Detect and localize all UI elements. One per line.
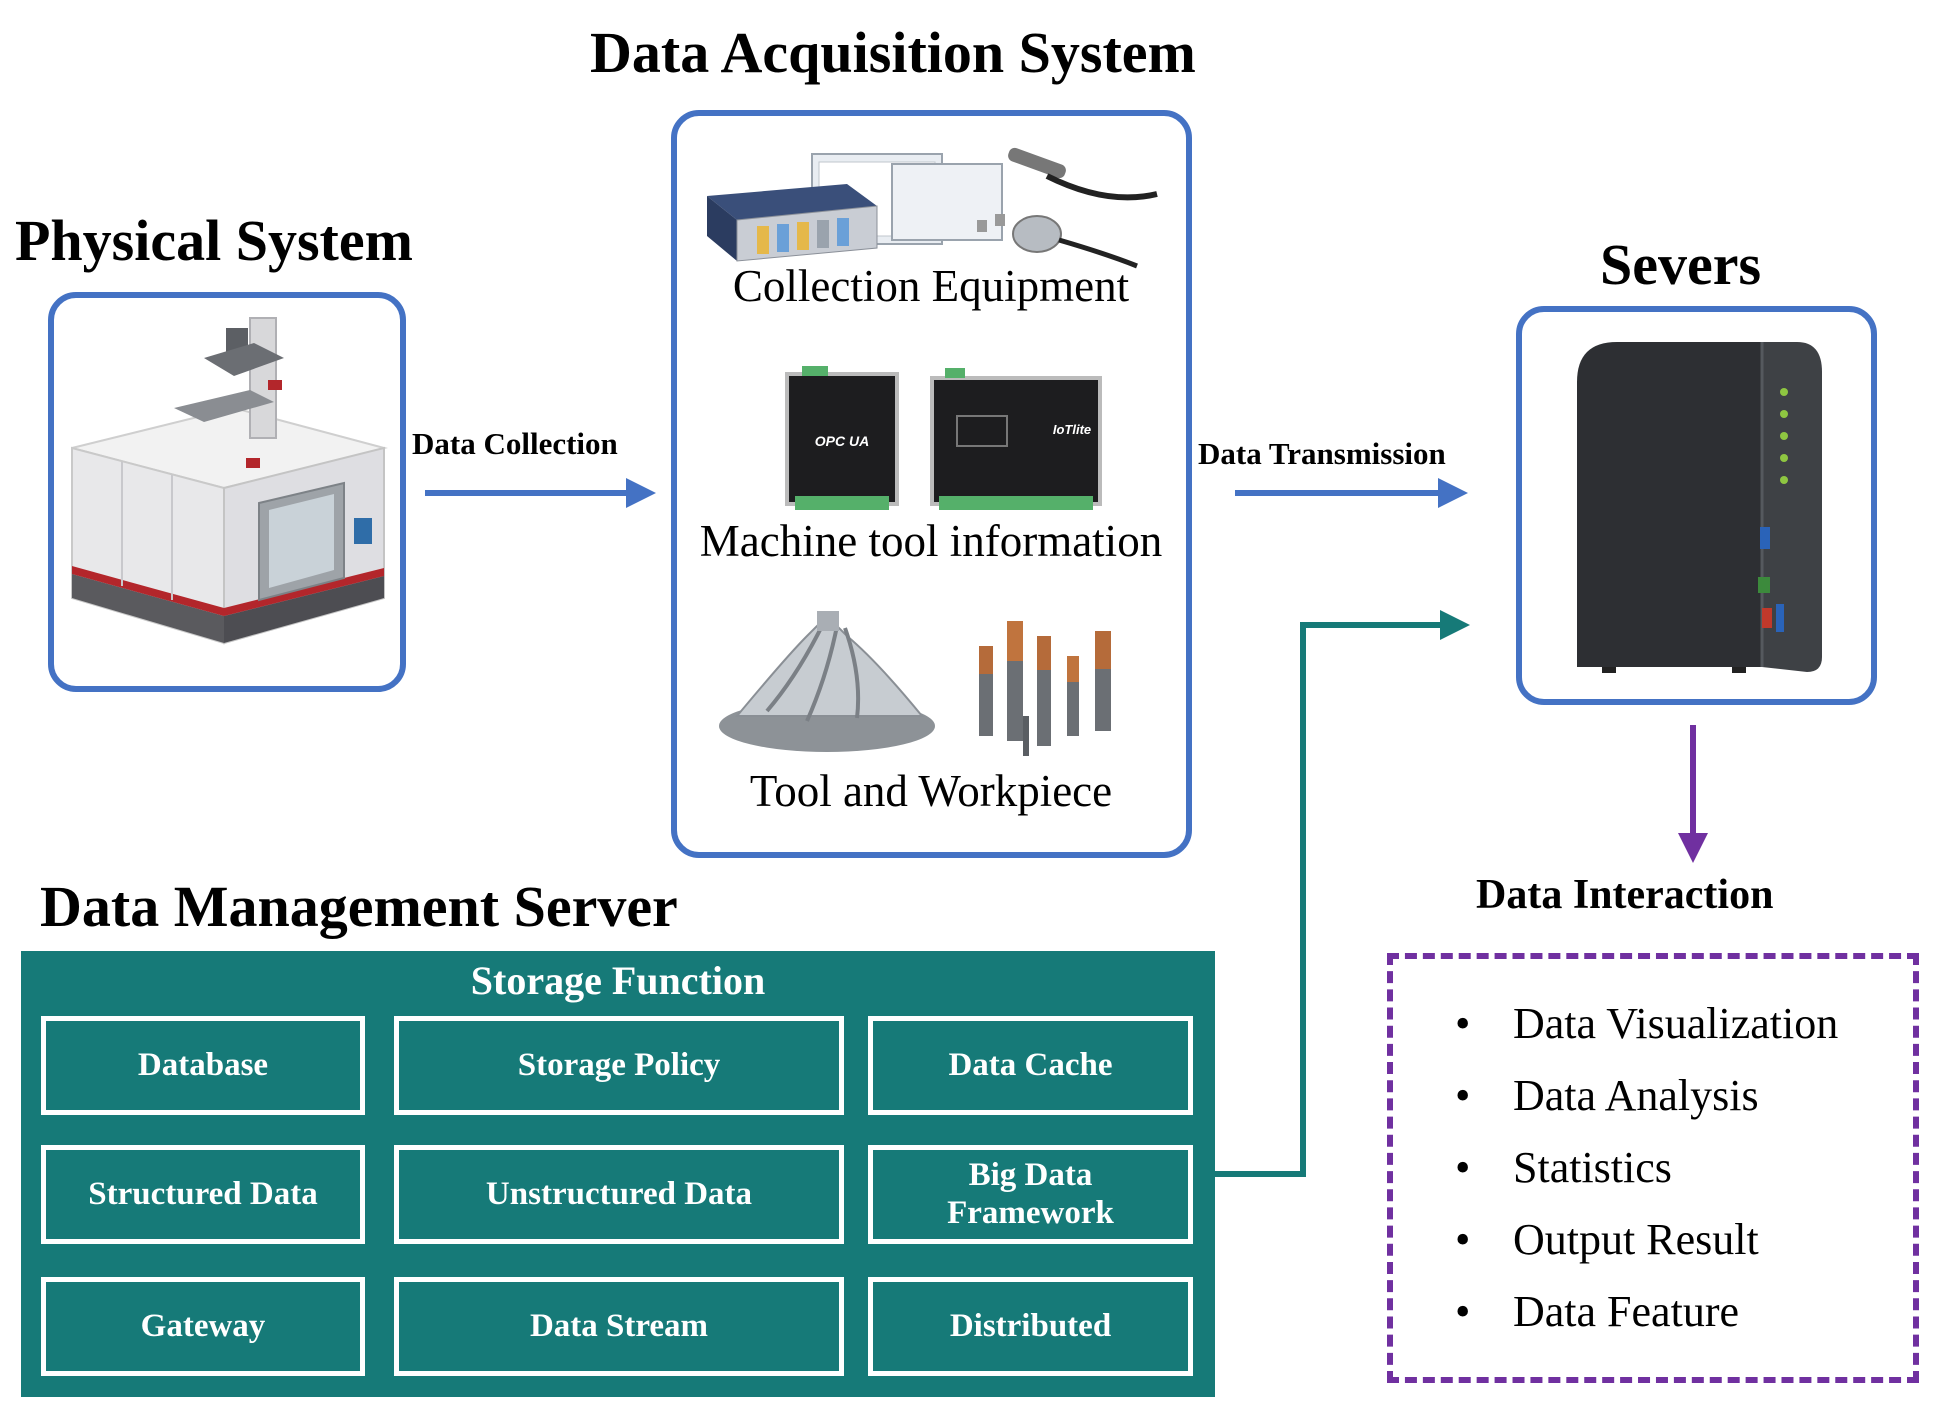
cell-distributed: Distributed	[868, 1277, 1193, 1376]
title-data-interaction: Data Interaction	[1476, 872, 1774, 918]
daq-chassis-icon	[707, 153, 1003, 262]
arrow-data-transmission	[1235, 478, 1468, 508]
label-data-transmission: Data Transmission	[1198, 436, 1446, 471]
bullet: •	[1455, 1215, 1471, 1264]
caption-collection-equipment: Collection Equipment	[733, 261, 1130, 311]
gateway-opc-icon: OPC UA	[785, 366, 899, 510]
list-item: •Statistics	[1455, 1132, 1838, 1204]
title-physical-system: Physical System	[15, 208, 413, 273]
cell-unstructured-data: Unstructured Data	[394, 1145, 844, 1244]
arrow-data-collection	[425, 478, 656, 508]
cell-database: Database	[41, 1016, 365, 1115]
bullet: •	[1455, 1287, 1471, 1336]
label-data-collection: Data Collection	[412, 426, 618, 461]
cell-storage-policy: Storage Policy	[394, 1016, 844, 1115]
sensor-icon	[977, 147, 1158, 269]
storage-function-title: Storage Function	[470, 958, 766, 1003]
gateway-iot-label: IoTlite	[1053, 422, 1091, 437]
acquisition-illustrations: Collection Equipment OPC UA IoTlite Mach…	[700, 147, 1162, 816]
title-data-management-server: Data Management Server	[40, 874, 678, 939]
servers-panel	[1516, 306, 1877, 705]
data-interaction-list: •Data Visualization •Data Analysis •Stat…	[1455, 988, 1838, 1348]
list-item: •Data Analysis	[1455, 1060, 1838, 1132]
bullet: •	[1455, 1071, 1471, 1120]
bullet: •	[1455, 1143, 1471, 1192]
arrow-management-to-servers	[1215, 610, 1470, 1177]
cell-structured-data: Structured Data	[41, 1145, 365, 1244]
data-acquisition-panel: Collection Equipment OPC UA IoTlite Mach…	[671, 110, 1192, 858]
data-management-block: Storage Function Database Storage Policy…	[21, 951, 1215, 1397]
nas-server-icon	[1577, 342, 1822, 673]
bullet: •	[1455, 999, 1471, 1048]
list-item: •Data Feature	[1455, 1276, 1838, 1348]
physical-system-panel	[48, 292, 406, 692]
gateway-opc-label: OPC UA	[815, 433, 869, 449]
cell-gateway: Gateway	[41, 1277, 365, 1376]
arrow-servers-to-interaction	[1678, 725, 1708, 863]
title-data-acquisition-system: Data Acquisition System	[590, 20, 1196, 85]
cell-data-stream: Data Stream	[394, 1277, 844, 1376]
cell-data-cache: Data Cache	[868, 1016, 1193, 1115]
gateway-iot-icon: IoTlite	[930, 368, 1102, 510]
data-interaction-box	[1387, 953, 1919, 1383]
list-item: •Output Result	[1455, 1204, 1838, 1276]
cell-big-data-framework: Big Data Framework	[868, 1145, 1193, 1244]
list-item: •Data Visualization	[1455, 988, 1838, 1060]
caption-machine-tool-information: Machine tool information	[700, 516, 1162, 566]
machine-tool-icon	[71, 317, 388, 645]
caption-tool-and-workpiece: Tool and Workpiece	[750, 766, 1112, 816]
impeller-workpiece-icon	[719, 611, 935, 752]
cutting-tools-icon	[979, 621, 1111, 756]
title-servers: Severs	[1600, 232, 1762, 297]
